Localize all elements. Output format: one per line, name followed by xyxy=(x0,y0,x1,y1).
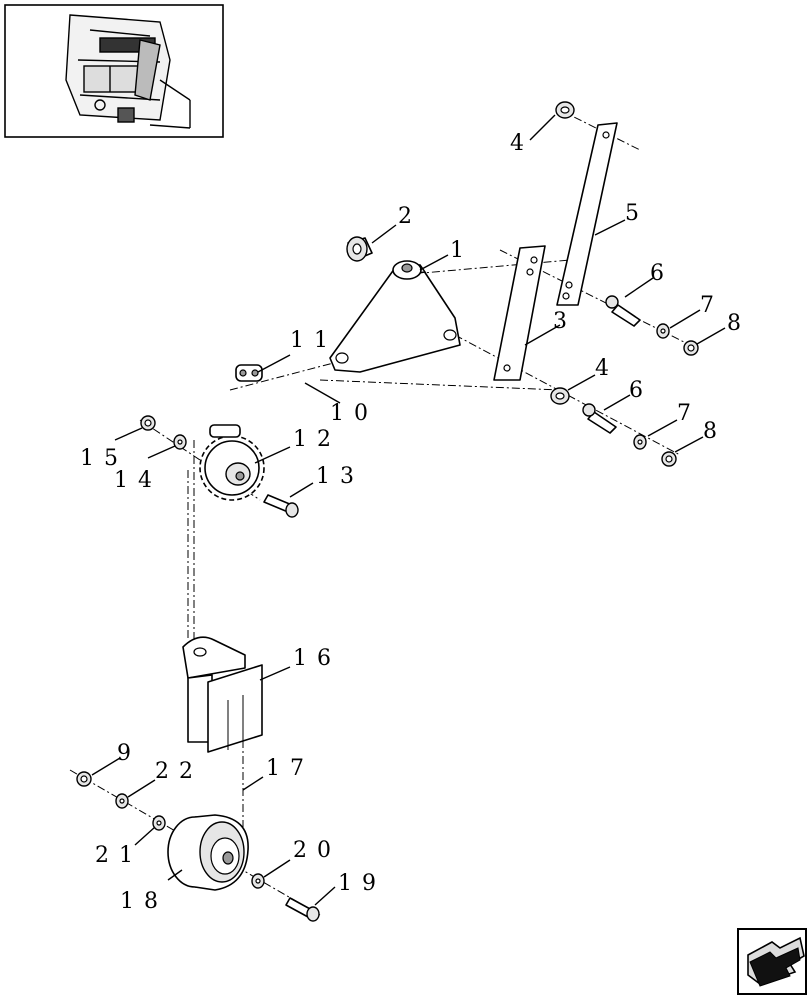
callout-21: 21 xyxy=(95,843,143,868)
part-15-nut[interactable] xyxy=(140,415,156,431)
part-8-nut-upper[interactable] xyxy=(683,340,699,356)
part-13-bolt[interactable] xyxy=(263,494,299,518)
part-7-washer-upper[interactable] xyxy=(656,323,670,339)
callout-14: 14 xyxy=(114,468,162,493)
callout-15: 15 xyxy=(80,446,128,471)
callout-6-upper: 6 xyxy=(650,261,674,286)
callout-3: 3 xyxy=(553,309,577,334)
callout-1: 1 xyxy=(450,238,474,263)
part-20-washer[interactable] xyxy=(251,873,265,889)
callout-19: 19 xyxy=(338,871,386,896)
callout-labels: 1 2 3 4 4 5 6 6 7 7 8 8 9 10 11 12 13 14… xyxy=(80,131,751,914)
callout-4-upper: 4 xyxy=(510,131,534,156)
callout-5: 5 xyxy=(625,201,649,226)
part-11-connecting-link[interactable] xyxy=(235,364,263,382)
part-8-nut-lower[interactable] xyxy=(661,451,677,467)
center-lines xyxy=(69,109,701,916)
callout-10: 10 xyxy=(330,401,378,426)
part-6-bolt-lower[interactable] xyxy=(582,403,617,434)
callout-12: 12 xyxy=(293,427,341,452)
part-1-pivot-plate[interactable] xyxy=(329,260,461,373)
part-12-sprocket[interactable] xyxy=(199,424,265,501)
callout-16: 16 xyxy=(293,646,341,671)
part-5-long-link-bar[interactable] xyxy=(556,122,618,306)
part-22-washer[interactable] xyxy=(115,793,129,809)
location-thumbnail[interactable] xyxy=(4,4,224,138)
callout-8-upper: 8 xyxy=(727,311,751,336)
part-21-washer[interactable] xyxy=(152,815,166,831)
part-6-bolt-upper[interactable] xyxy=(605,295,641,327)
part-3-link-bar[interactable] xyxy=(493,245,546,381)
part-4-spacer-lower[interactable] xyxy=(550,387,570,405)
callout-18: 18 xyxy=(120,889,168,914)
callout-13: 13 xyxy=(316,464,364,489)
baler-overview-icon xyxy=(65,14,191,129)
callout-22: 22 xyxy=(155,759,203,784)
callout-20: 20 xyxy=(293,838,341,863)
part-19-bolt[interactable] xyxy=(285,897,320,922)
part-16-tensioner-bracket[interactable] xyxy=(182,636,263,753)
part-4-spacer-upper[interactable] xyxy=(555,101,575,119)
callout-8-lower: 8 xyxy=(703,419,727,444)
callout-17: 17 xyxy=(266,756,314,781)
callout-4-lower: 4 xyxy=(595,356,619,381)
callout-9: 9 xyxy=(117,741,141,766)
callout-11: 11 xyxy=(290,328,338,353)
leader-lines xyxy=(91,114,726,906)
callout-2: 2 xyxy=(398,204,422,229)
part-9-nut[interactable] xyxy=(76,771,92,787)
part-7-washer-lower[interactable] xyxy=(633,434,647,450)
part-2-bushing[interactable] xyxy=(346,236,373,262)
callout-7-upper: 7 xyxy=(700,293,724,318)
callout-7-lower: 7 xyxy=(677,401,701,426)
part-14-washer[interactable] xyxy=(173,434,187,450)
next-page-arrow-icon[interactable] xyxy=(737,928,807,995)
callout-6-lower: 6 xyxy=(629,378,653,403)
part-18-idler-pulley[interactable] xyxy=(167,814,249,891)
